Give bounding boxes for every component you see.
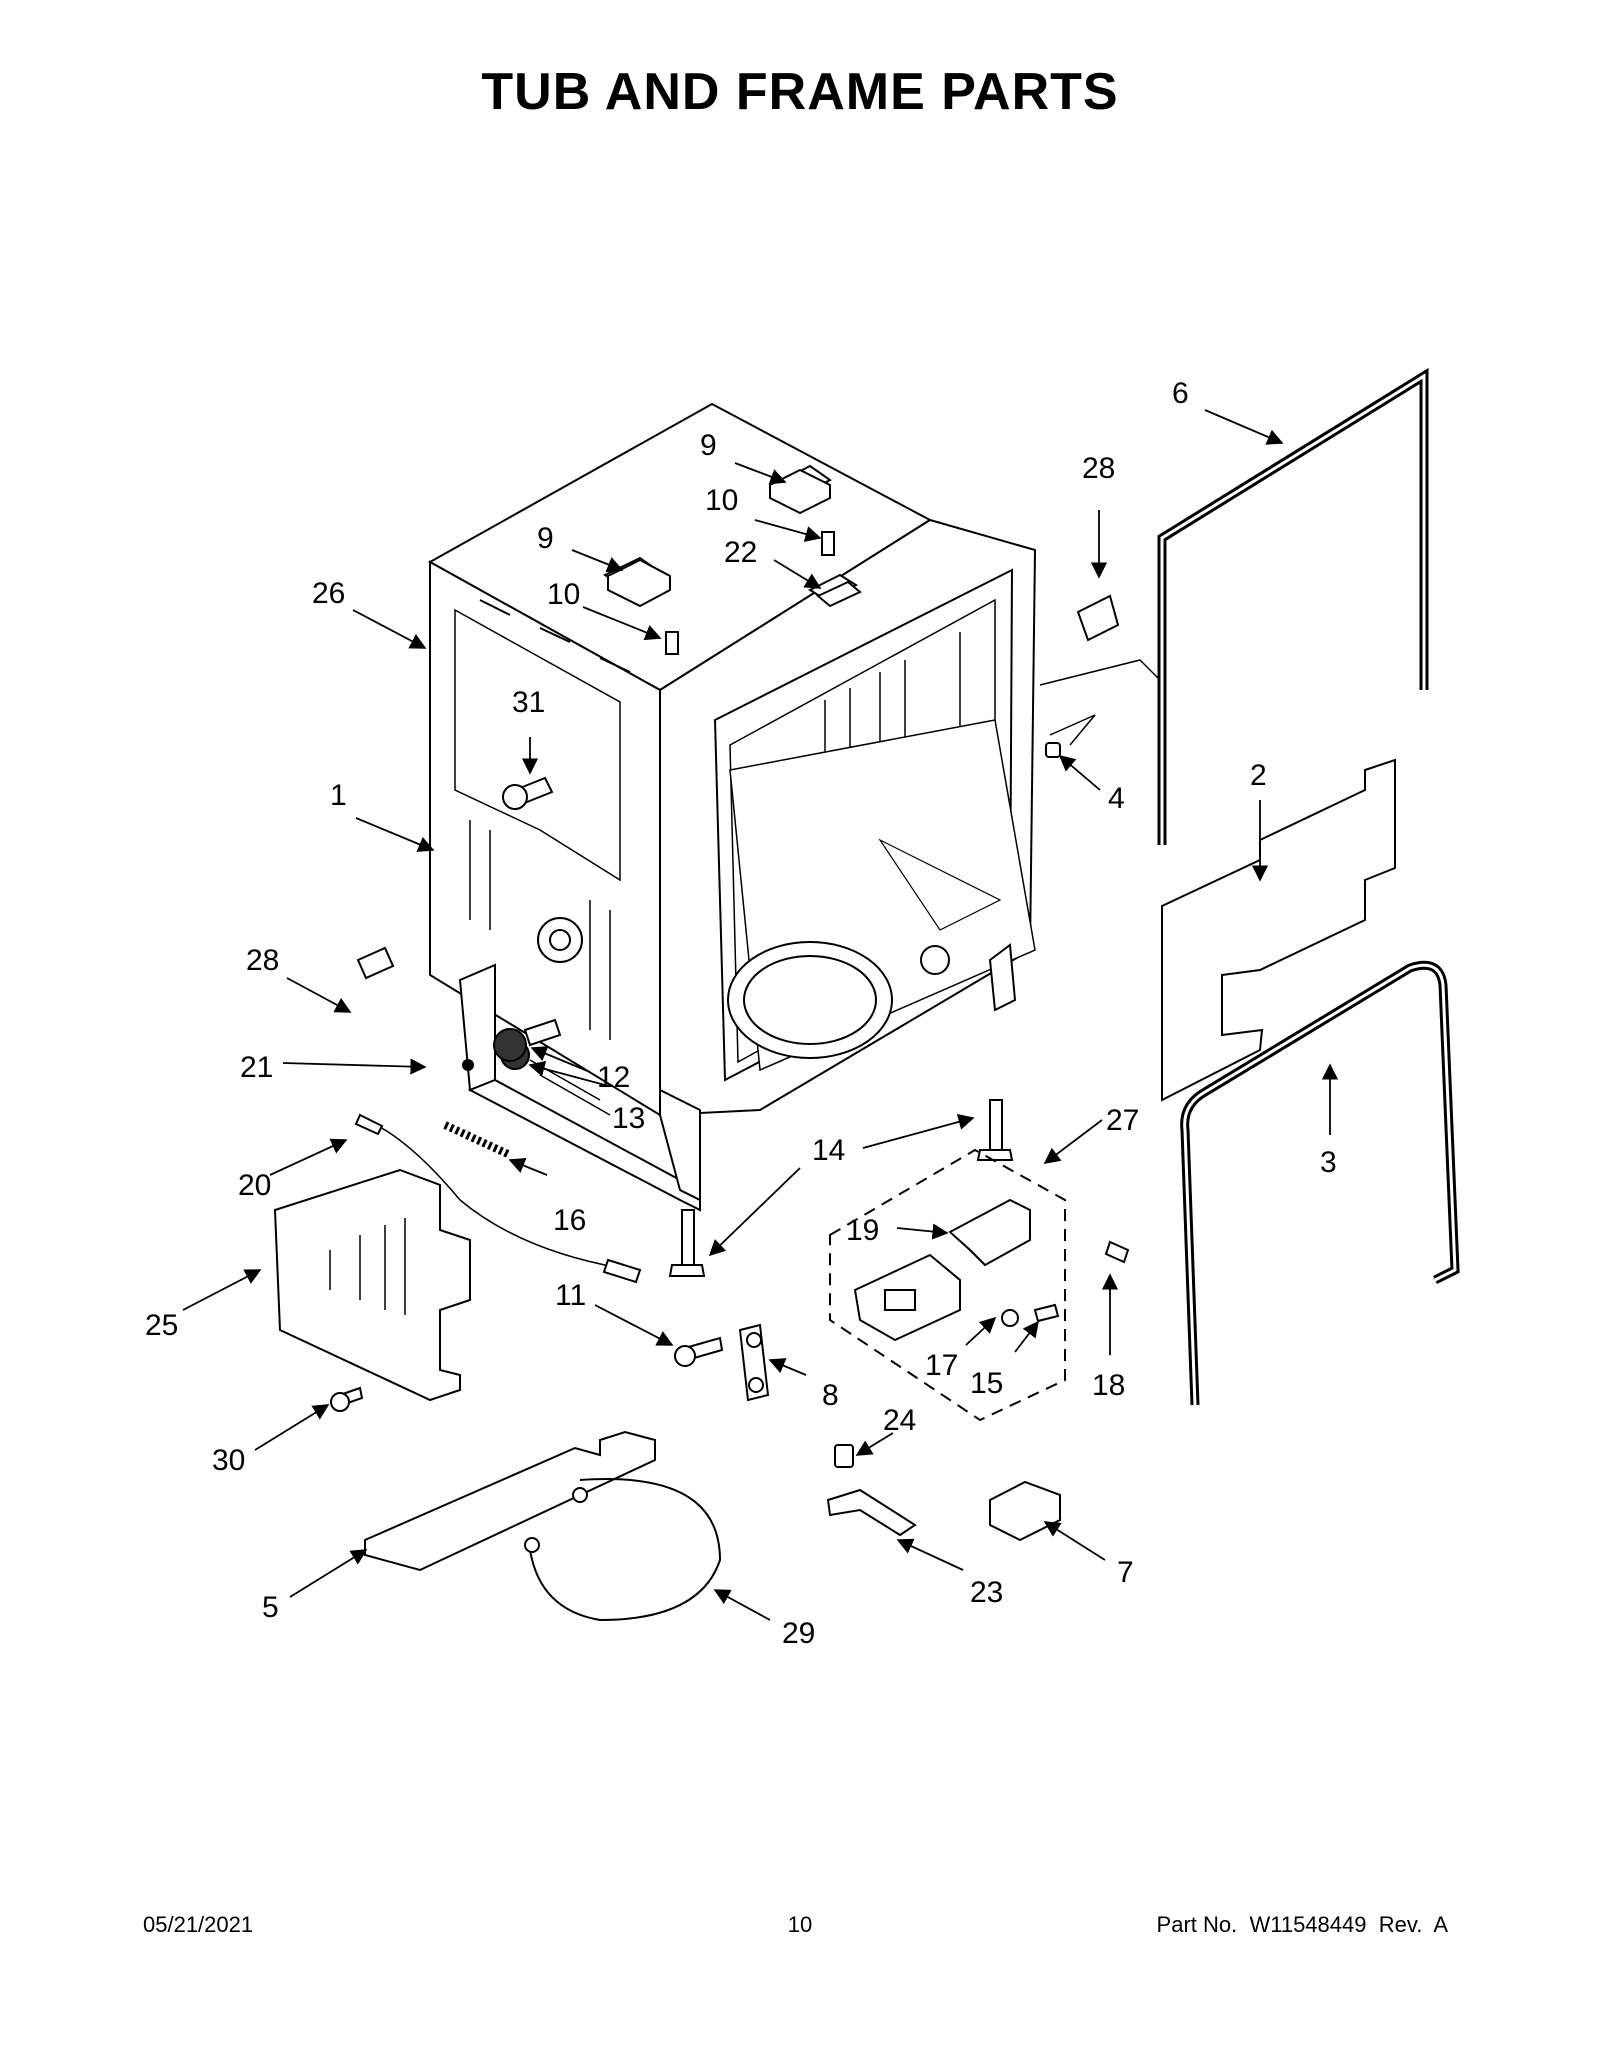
callout-16: 16 <box>553 1204 586 1237</box>
callout-22: 22 <box>724 536 757 569</box>
callout-labels: 6 28 9 10 9 10 22 26 31 1 4 2 28 21 12 1… <box>145 377 1337 1650</box>
page-title: TUB AND FRAME PARTS <box>481 63 1119 121</box>
callout-14: 14 <box>812 1134 845 1167</box>
callout-10-lower: 10 <box>547 578 580 611</box>
callout-28-lower: 28 <box>246 944 279 977</box>
callout-17: 17 <box>925 1349 958 1382</box>
callout-31: 31 <box>512 686 545 719</box>
callout-27: 27 <box>1106 1104 1139 1137</box>
small-parts <box>273 367 1460 1622</box>
callout-1: 1 <box>330 779 347 812</box>
callout-4: 4 <box>1108 782 1125 815</box>
callout-2: 2 <box>1250 759 1267 792</box>
callout-11: 11 <box>555 1279 586 1312</box>
callout-9-lower: 9 <box>537 522 554 555</box>
callout-10-upper: 10 <box>705 484 738 517</box>
callout-13: 13 <box>612 1102 645 1135</box>
callout-18: 18 <box>1092 1369 1125 1402</box>
callout-3: 3 <box>1320 1146 1337 1179</box>
footer-date: 05/21/2021 <box>143 1912 254 1937</box>
callout-8: 8 <box>822 1379 839 1412</box>
callout-12: 12 <box>597 1061 630 1094</box>
tub-assembly <box>427 402 1037 1212</box>
callout-25: 25 <box>145 1309 178 1342</box>
callout-21: 21 <box>240 1051 273 1084</box>
callout-24: 24 <box>883 1404 916 1437</box>
callout-leaders <box>182 409 1339 1621</box>
callout-15: 15 <box>970 1367 1003 1400</box>
footer-part-number: Part No. W11548449 Rev. A <box>1156 1912 1448 1937</box>
callout-29: 29 <box>782 1617 815 1650</box>
callout-19: 19 <box>846 1214 879 1247</box>
callout-5: 5 <box>262 1591 279 1624</box>
callout-26: 26 <box>312 577 345 610</box>
callout-23: 23 <box>970 1576 1003 1609</box>
callout-30: 30 <box>212 1444 245 1477</box>
callout-20: 20 <box>238 1169 271 1202</box>
callout-7: 7 <box>1117 1556 1134 1589</box>
footer-page-number: 10 <box>787 1912 813 1937</box>
callout-9-upper: 9 <box>700 429 717 462</box>
callout-28-upper: 28 <box>1082 452 1115 485</box>
callout-6: 6 <box>1172 377 1189 410</box>
